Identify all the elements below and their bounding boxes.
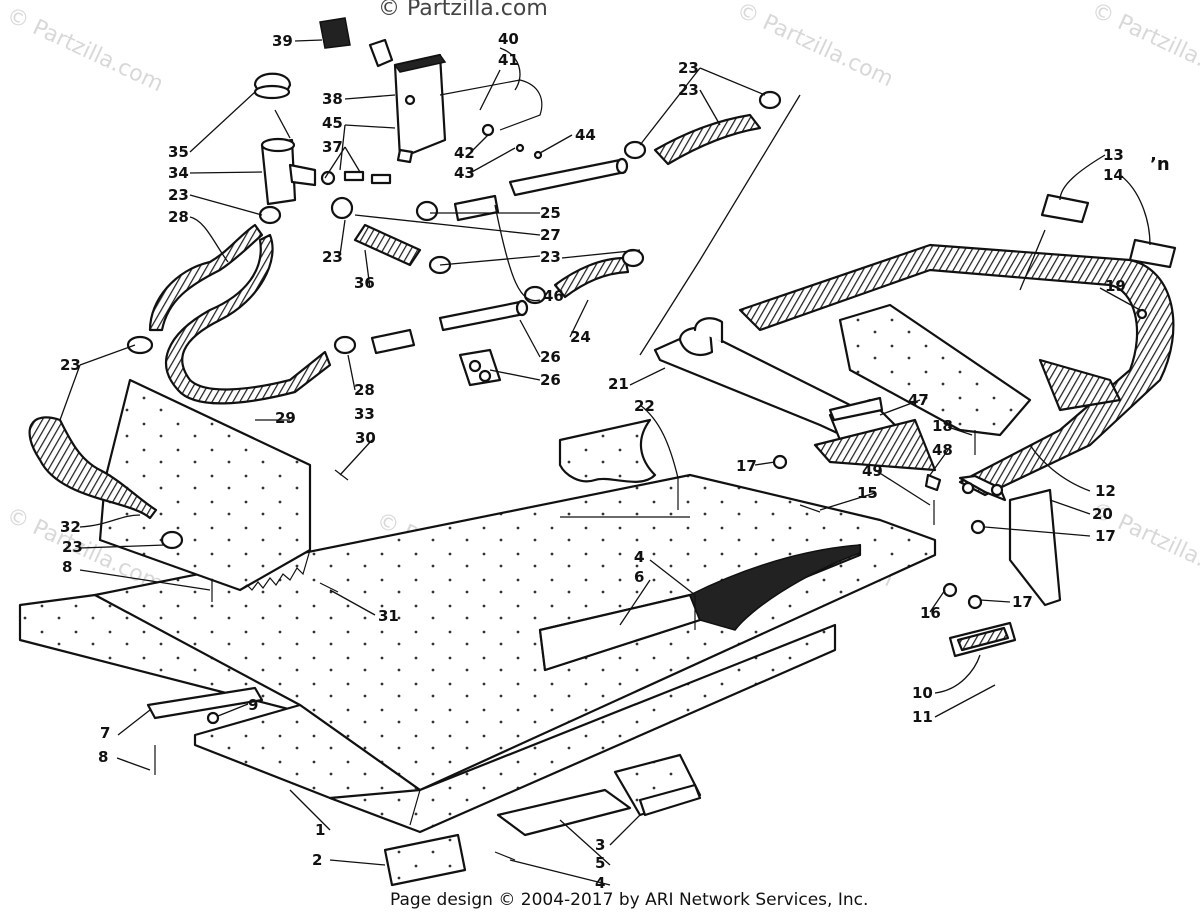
filler-cap-part-36[interactable] — [253, 72, 292, 100]
decal-parts-13-14[interactable] — [1040, 193, 1177, 269]
callout-label: 9 — [248, 696, 258, 714]
plate-part-2[interactable] — [383, 833, 467, 887]
callout-label: 2 — [312, 851, 322, 869]
callout-label: 27 — [540, 226, 561, 244]
callout-label: 23 — [168, 186, 189, 204]
small-hardware[interactable] — [154, 123, 1148, 861]
callout-label: 35 — [168, 143, 189, 161]
callout-label: 29 — [275, 409, 296, 427]
callout-label: 22 — [634, 397, 655, 415]
callout-label: 43 — [454, 164, 475, 182]
callout-label: 19 — [1105, 277, 1126, 295]
callout-label: 44 — [575, 126, 596, 144]
callout-label: 46 — [543, 287, 564, 305]
pad-part-5[interactable] — [496, 788, 632, 837]
callout-label: 31 — [378, 607, 399, 625]
hose-part-34[interactable] — [164, 233, 332, 405]
watermark-text: © Partzilla.com — [1087, 0, 1200, 92]
bracket-part-3[interactable] — [613, 753, 702, 817]
callout-label: 28 — [354, 381, 375, 399]
running-board-part-6[interactable] — [538, 543, 862, 672]
callout-label: 5 — [595, 854, 605, 872]
rear-flap-bracket-part-20[interactable] — [1008, 488, 1062, 607]
callout-label: 36 — [354, 274, 375, 292]
callout-label: 25 — [540, 204, 561, 222]
callout-label: 23 — [678, 59, 699, 77]
callout-labels: 1 2 3 4 4 4 5 6 7 8 8 9 10 11 12 13 14 1… — [60, 30, 1170, 892]
clamps[interactable] — [126, 90, 782, 550]
watermark-top: © Partzilla.com — [378, 0, 548, 21]
callout-label: 7 — [100, 724, 110, 742]
callout-label: 41 — [498, 51, 519, 69]
hose-part-33[interactable] — [28, 416, 158, 520]
hose-part-37[interactable] — [353, 223, 422, 267]
callout-label: 37 — [322, 138, 343, 156]
callout-label: 26 — [540, 371, 561, 389]
callout-label: 28 — [168, 208, 189, 226]
callout-label: 1 — [315, 821, 325, 839]
rubber-mount-part-27[interactable] — [458, 348, 502, 387]
plate-part-10[interactable] — [948, 621, 1017, 658]
callout-label: 42 — [454, 144, 475, 162]
callout-label: 11 — [912, 708, 933, 726]
callout-label: 17 — [1095, 527, 1116, 545]
callout-label: 49 — [862, 462, 883, 480]
callout-label: 23 — [62, 538, 83, 556]
rail-part-7[interactable] — [146, 686, 264, 720]
callout-label: 8 — [98, 748, 108, 766]
callout-label: 33 — [354, 405, 375, 423]
callout-label: 30 — [355, 429, 376, 447]
connector-part-28-upper[interactable] — [453, 194, 500, 222]
callout-label: 34 — [168, 164, 189, 182]
callout-label: 23 — [322, 248, 343, 266]
tank-part-39[interactable] — [393, 53, 447, 164]
callout-label: 17 — [1012, 593, 1033, 611]
callout-label: 12 — [1095, 482, 1116, 500]
callout-label: 26 — [540, 348, 561, 366]
callout-label: 23 — [60, 356, 81, 374]
callout-label: 13 — [1103, 146, 1124, 164]
cap-part-40[interactable] — [319, 17, 351, 49]
leader-lines — [59, 39, 1151, 886]
callout-label: 45 — [322, 114, 343, 132]
callout-label: 10 — [912, 684, 933, 702]
hose-part-29[interactable] — [148, 223, 264, 332]
callout-label: 8 — [62, 558, 72, 576]
callout-label: 32 — [60, 518, 81, 536]
callout-label: 40 — [498, 30, 519, 48]
callout-label: 20 — [1092, 505, 1113, 523]
callout-label: 16 — [920, 604, 941, 622]
callout-label: 18 — [932, 417, 953, 435]
callout-label: 23 — [540, 248, 561, 266]
footer-copyright: Page design © 2004-2017 by ARI Network S… — [390, 890, 868, 910]
watermark-text: © Partzilla.com — [2, 3, 166, 97]
callout-label: 4 — [634, 548, 644, 566]
callout-label: 23 — [678, 81, 699, 99]
callout-label: 24 — [570, 328, 591, 346]
callout-label: 39 — [272, 32, 293, 50]
connector-part-28-lower[interactable] — [370, 328, 416, 355]
hose-part-25[interactable] — [553, 256, 630, 299]
tube-part-26-lower[interactable] — [438, 299, 529, 332]
callout-label: 48 — [932, 441, 953, 459]
callout-label: 17 — [736, 457, 757, 475]
callout-label: 4 — [634, 548, 644, 566]
callout-label: 6 — [634, 568, 644, 586]
snow-flap-bracket-part-48[interactable] — [813, 396, 937, 472]
symbol-mark: ʼn — [1150, 154, 1170, 175]
watermark-text: © Partzilla.com — [732, 0, 896, 92]
bumper-inner-frame — [838, 303, 1122, 437]
filler-neck-part-35[interactable] — [260, 137, 317, 206]
hose-part-24[interactable] — [653, 113, 762, 166]
callout-label: 3 — [595, 836, 605, 854]
rear-bumper-part-12[interactable] — [738, 243, 1175, 502]
callout-label: 21 — [608, 375, 629, 393]
callout-label: 14 — [1103, 166, 1124, 184]
callout-label: 38 — [322, 90, 343, 108]
tube-part-26-upper[interactable] — [508, 157, 629, 197]
strap-part-47[interactable] — [558, 418, 657, 483]
